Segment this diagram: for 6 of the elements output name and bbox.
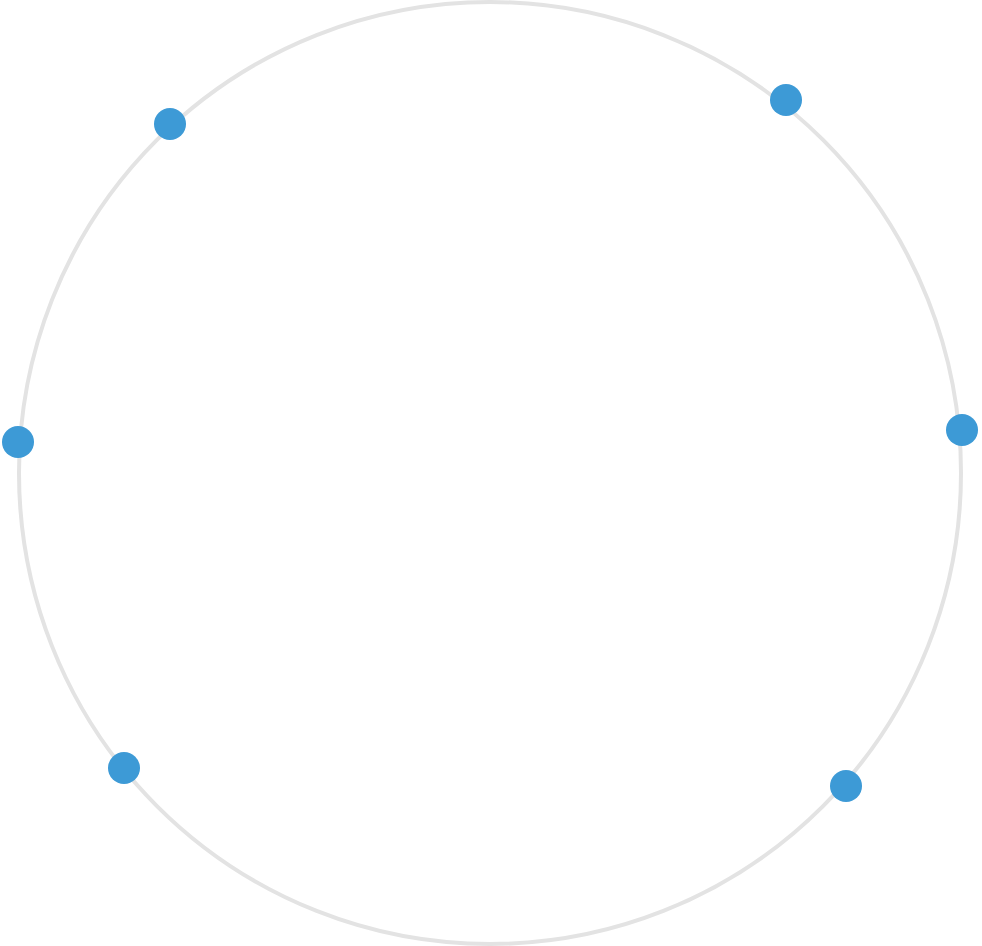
dot (108, 752, 140, 784)
dot (946, 414, 978, 446)
dot (154, 108, 186, 140)
dot (830, 770, 862, 802)
dot (2, 426, 34, 458)
dot (770, 84, 802, 116)
